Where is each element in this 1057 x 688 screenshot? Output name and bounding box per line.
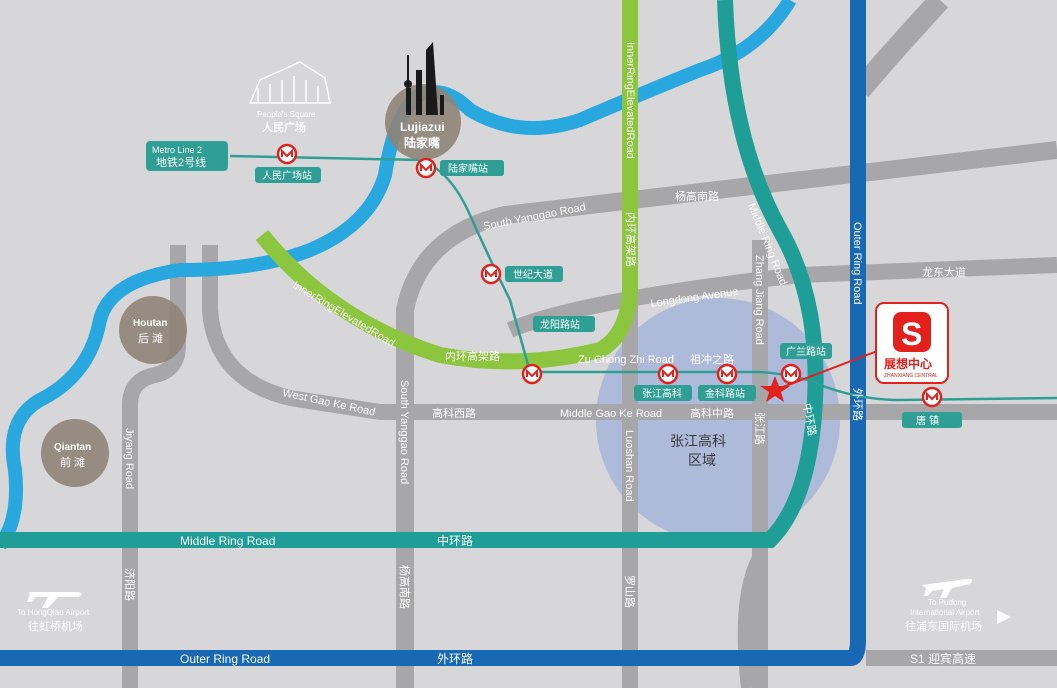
road-label-zhangjiang-cn: 张江路 [753,412,766,445]
brand-logo-letter: S [901,316,922,352]
road-label-inner-ring-cn: 内环高架路 [445,349,500,363]
location-star-icon [760,376,790,402]
road-label-inner-ring-vertical-cn: 内环高架路 [624,212,638,267]
airplane-icon [922,578,973,598]
road-label-zhangjiang-en: Zhang Jiang Road [753,255,765,345]
qiantan-circle [41,419,109,487]
metro-line-label-box [146,141,228,171]
hongqiao-cn: 往虹桥机场 [28,619,83,633]
peoples-square-icon [248,61,331,104]
lujiazui-en: Lujiazui [400,120,445,134]
zhangjiang-area-line2: 区域 [688,453,716,469]
station-guanglan-road: 广兰路站 [786,345,826,358]
road-jiyang [122,245,186,688]
station-century-avenue: 世纪大道 [513,268,553,281]
road-label-outer-ring-en: Outer Ring Road [180,652,270,666]
road-label-luoshan-cn: 罗山路 [623,575,636,608]
road-label-middle-gaoke-cn: 高科中路 [690,406,734,420]
road-label-west-gaoke-cn: 高科西路 [432,406,476,420]
middle-ring-road [0,0,824,548]
metro-icon [780,363,802,385]
road-label-inner-ring-vertical-en: InnerRingElevatedRoad [624,42,636,159]
station-tangzhen: 唐 镇 [916,414,939,427]
metro-icon [276,143,298,165]
road-label-inner-ring-diagonal: InnerRingElevatedRoad [290,279,396,349]
metro-icon [415,157,437,179]
pudong-en-2: International Airport [910,608,980,617]
zhangjiang-area-line1: 张江高科 [670,433,726,450]
road-label-middle-gaoke-en: Middle Gao Ke Road [560,408,662,420]
brand-name-cn: 展想中心 [884,356,932,371]
road-label-jiyang-en: Jiyang Road [123,428,135,489]
station-peoples-square: 人民广场站 [262,169,312,182]
road-label-longdong-cn: 龙东大道 [922,265,966,279]
airplane-icon [27,592,82,608]
road-upper-right-arc [851,0,949,98]
road-south-yanggao-diagonal [396,141,1057,688]
metro-icon [716,363,738,385]
skyline-icon [404,42,444,115]
road-label-outer-ring-cn: 外环路 [437,651,473,666]
metro-icon [480,263,502,285]
road-label-jiyang-cn: 济阳路 [123,568,137,601]
huangpu-river [0,0,797,550]
inner-ring-elevated [255,0,638,370]
road-west-gaoke [202,245,1057,420]
pointer-line [774,349,881,391]
hongqiao-en: To HongQiao Airport [17,608,90,617]
peoples-square-cn: 人民广场 [262,120,306,134]
brand-name-en: ZHANXIANG CENTRAL [884,373,938,379]
peoples-square-en: People's Square [257,110,316,119]
lujiazui-cn: 陆家嘴 [404,135,440,150]
metro-line-cn: 地铁2号线 [156,155,206,169]
station-longyang-road: 龙阳路站 [540,318,580,331]
road-label-outer-ring-vertical-en: Outer Ring Road [851,222,863,305]
metro-icon [921,386,943,408]
metro-icon [521,363,543,385]
road-label-middle-ring-cn: 中环路 [437,533,473,548]
road-middle-ring-lower-gray [737,555,769,688]
road-label-south-yanggao-vertical-en: South Yanggao Road [398,380,410,484]
qiantan-en: Qiantan [54,442,91,453]
station-lujiazui: 陆家嘴站 [448,162,488,175]
road-label-outer-ring-vertical-cn: 外环路 [851,388,864,421]
qiantan-cn: 前 滩 [60,455,85,469]
metro-icon [657,363,679,385]
station-jinke-road: 金科路站 [705,387,745,400]
station-zhangjiang-hitech: 张江高科 [642,387,682,400]
outer-ring-road [0,0,866,666]
houtan-en: Houtan [133,318,167,329]
metro-line-2 [229,154,1057,402]
pudong-cn: 往浦东国际机场 [905,619,982,633]
houtan-cn: 后 滩 [138,331,163,345]
road-label-zu-chong-zhi-en: Zu Chong Zhi Road [578,354,674,366]
brand-logo: S 展想中心 ZHANXIANG CENTRAL [875,302,949,384]
metro-line-en: Metro Line 2 [152,145,202,155]
road-label-zu-chong-zhi-cn: 祖冲之路 [690,352,734,366]
arrow-right-icon [997,610,1011,624]
road-label-middle-ring-vertical-cn: 中环路 [800,402,819,437]
road-label-south-yanggao-vertical-cn: 杨高南路 [398,565,412,609]
station-labels: 人民广场站 陆家嘴站 世纪大道 龙阳路站 张江高科 金科路站 广兰路站 唐 镇 [255,160,962,428]
pudong-en-1: To Pudong [928,598,966,607]
road-label-south-yanggao-cn: 杨高南路 [675,189,719,203]
road-label-middle-ring-en: Middle Ring Road [180,534,275,548]
road-label-luoshan-en: Luoshan Road [623,430,635,502]
houtan-circle [119,296,187,364]
road-label-s1: S1 迎宾高速 [910,651,976,666]
